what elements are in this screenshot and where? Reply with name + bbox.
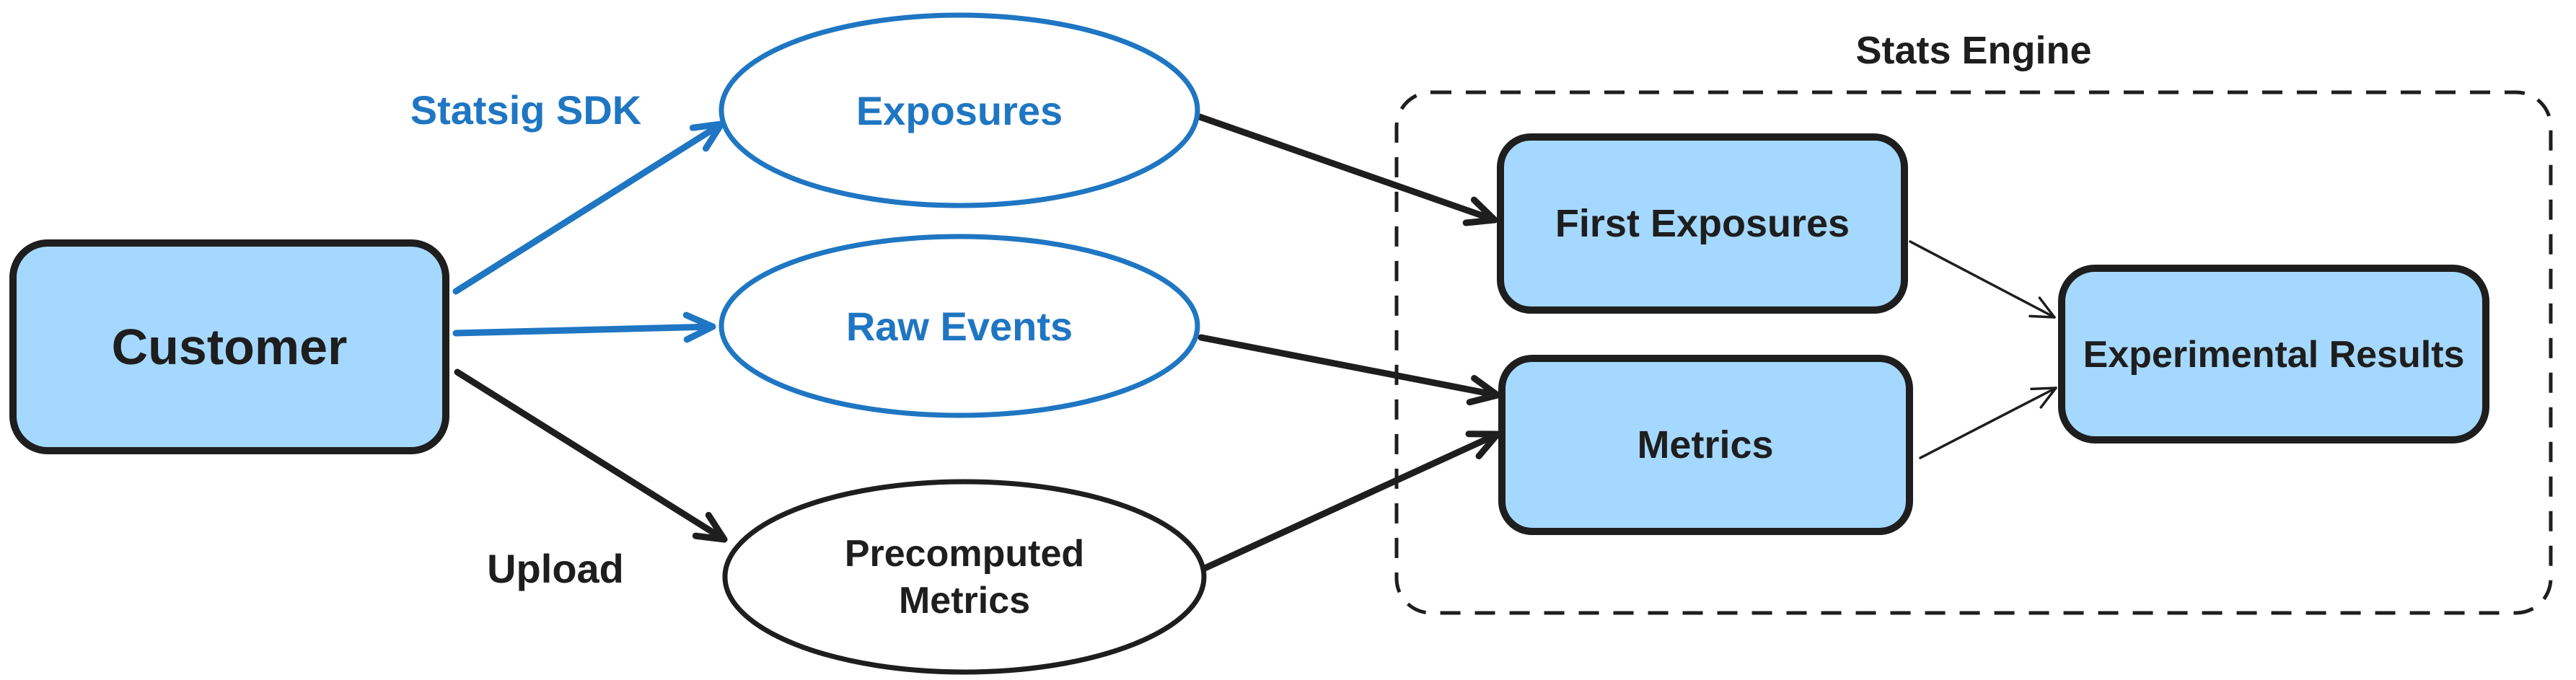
first-exposures-label: First Exposures [1555,202,1850,245]
arrow-raw-events-to-metrics [1197,334,1501,406]
precomputed-metrics-label-line1: Precomputed [845,533,1084,575]
node-precomputed-metrics: Precomputed Metrics [722,479,1207,675]
arrow-customer-to-exposures [452,120,725,295]
node-customer: Customer [9,239,449,454]
node-experimental-results: Experimental Results [2058,265,2489,443]
stats-engine-title: Stats Engine [1855,29,2091,72]
upload-label: Upload [487,546,624,591]
arrow-precomputed-metrics-to-metrics [1201,430,1501,572]
experimental-results-label: Experimental Results [2083,334,2465,376]
arrow-exposures-to-first-exposures [1196,113,1498,226]
metrics-label: Metrics [1637,423,1773,467]
arrow-customer-to-precomputed-metrics [454,368,728,543]
arrow-metrics-to-experimental-results [1919,387,2057,459]
raw-events-label: Raw Events [846,304,1073,349]
arrow-customer-to-raw-events [452,312,716,343]
arrow-first-exposures-to-experimental-results [1909,240,2056,319]
customer-label: Customer [112,319,348,375]
exposures-label: Exposures [856,88,1063,133]
stats-engine-group: Stats Engine [1394,29,2553,615]
precomputed-metrics-label-line2: Metrics [899,580,1030,622]
stats-engine-dashed-border [1394,90,2553,615]
statsig-sdk-label: Statsig SDK [410,87,642,133]
node-raw-events: Raw Events [718,234,1200,418]
node-first-exposures: First Exposures [1497,133,1908,314]
node-exposures: Exposures [718,12,1200,208]
node-metrics: Metrics [1498,355,1913,535]
